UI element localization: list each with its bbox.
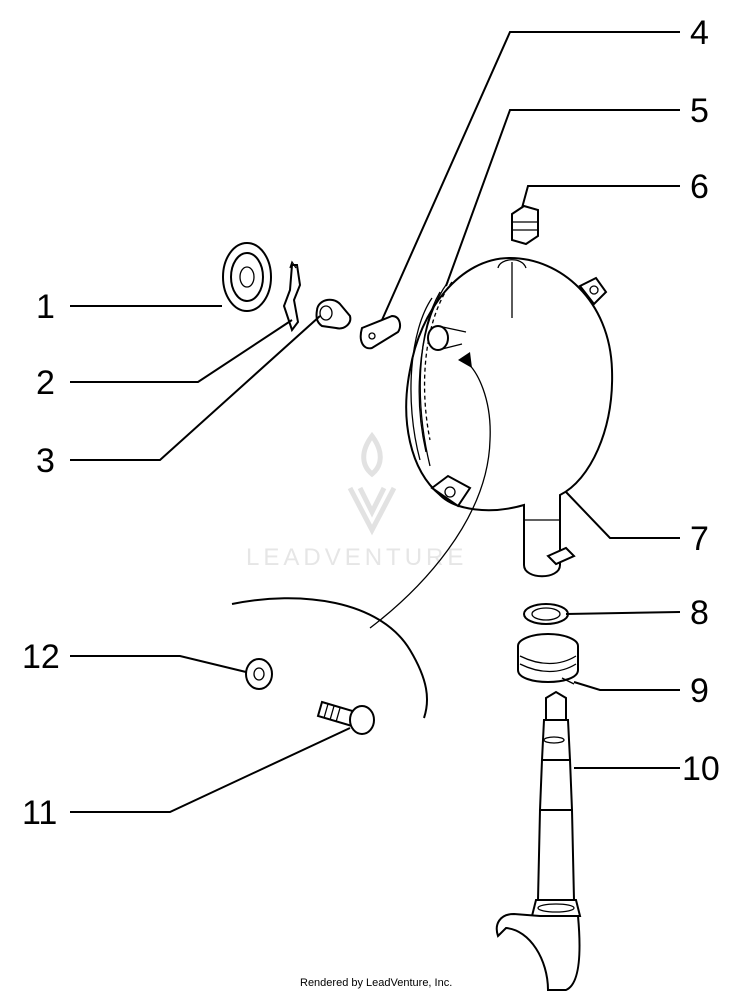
callout-6: 6 bbox=[690, 168, 709, 206]
callout-3: 3 bbox=[36, 442, 55, 480]
leader-2 bbox=[70, 319, 293, 383]
callout-4: 4 bbox=[690, 14, 709, 52]
leader-lines bbox=[70, 31, 681, 813]
callout-8: 8 bbox=[690, 594, 709, 632]
wheel-outline bbox=[231, 597, 429, 719]
leader-11 bbox=[70, 727, 351, 813]
leader-12 bbox=[70, 655, 247, 673]
leader-4 bbox=[381, 31, 680, 321]
callout-12: 12 bbox=[22, 638, 60, 676]
leader-6 bbox=[521, 185, 680, 209]
footer-credit: Rendered by LeadVenture, Inc. bbox=[300, 977, 452, 989]
callout-7: 7 bbox=[690, 520, 709, 558]
callout-11: 11 bbox=[22, 794, 57, 832]
part-11-bolt[interactable] bbox=[316, 700, 375, 735]
callout-2: 2 bbox=[36, 364, 55, 402]
part-4-pawl[interactable] bbox=[359, 314, 401, 350]
part-3-cam[interactable] bbox=[315, 298, 352, 330]
part-2-spring-clip[interactable] bbox=[282, 260, 302, 333]
part-1-washer[interactable] bbox=[222, 242, 272, 312]
callout-10: 10 bbox=[682, 750, 720, 788]
part-8-ring[interactable] bbox=[523, 603, 569, 625]
part-9-spring[interactable] bbox=[517, 633, 579, 685]
part-6-nut[interactable] bbox=[511, 204, 539, 246]
part-5-housing-rim[interactable] bbox=[418, 281, 453, 453]
leader-7 bbox=[565, 491, 680, 539]
callout-1: 1 bbox=[36, 288, 55, 326]
watermark-text: LEADVENTURE bbox=[246, 544, 467, 571]
pivot-arrow bbox=[369, 325, 491, 629]
watermark: LEADVENTURE bbox=[246, 431, 467, 571]
part-7-housing[interactable] bbox=[405, 256, 614, 578]
part-12-washer[interactable] bbox=[245, 658, 273, 690]
callout-5: 5 bbox=[690, 92, 709, 130]
callout-9: 9 bbox=[690, 672, 709, 710]
leader-9 bbox=[573, 681, 680, 691]
part-10-shaft[interactable] bbox=[495, 690, 582, 991]
watermark-flame-logo bbox=[347, 431, 397, 536]
leader-5 bbox=[445, 109, 680, 287]
callout-numbers: 1 2 3 4 5 6 7 8 9 10 11 12 bbox=[22, 14, 720, 832]
leader-8 bbox=[565, 611, 681, 615]
leader-3 bbox=[70, 315, 321, 461]
